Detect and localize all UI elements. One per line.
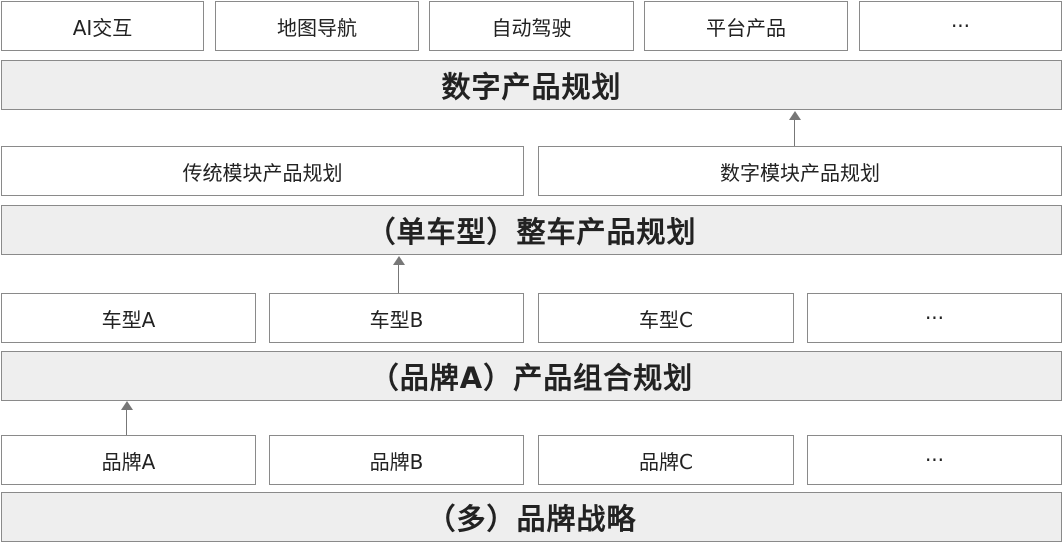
- arrow-up-icon: [789, 111, 801, 146]
- bar-vehicle-product-planning: （单车型）整车产品规划: [1, 205, 1062, 255]
- arrow-up-icon: [121, 401, 133, 435]
- box-model-a: 车型A: [1, 293, 256, 343]
- box-digital-module-planning: 数字模块产品规划: [538, 146, 1062, 196]
- box-autonomous-driving: 自动驾驶: [429, 1, 634, 51]
- bar-digital-product-planning: 数字产品规划: [1, 60, 1062, 110]
- box-brand-a: 品牌A: [1, 435, 256, 485]
- box-model-b: 车型B: [269, 293, 524, 343]
- arrow-up-icon: [393, 256, 405, 293]
- box-brand-c: 品牌C: [538, 435, 794, 485]
- box-brand-b: 品牌B: [269, 435, 524, 485]
- box-map-navigation: 地图导航: [215, 1, 419, 51]
- bar-brand-strategy: （多）品牌战略: [1, 492, 1062, 542]
- box-model-more: ···: [807, 293, 1062, 343]
- box-top-more: ···: [859, 1, 1062, 51]
- box-model-c: 车型C: [538, 293, 794, 343]
- box-platform-products: 平台产品: [644, 1, 848, 51]
- box-traditional-module-planning: 传统模块产品规划: [1, 146, 524, 196]
- bar-portfolio-planning: （品牌A）产品组合规划: [1, 351, 1062, 401]
- box-ai-interaction: AI交互: [1, 1, 204, 51]
- box-brand-more: ···: [807, 435, 1062, 485]
